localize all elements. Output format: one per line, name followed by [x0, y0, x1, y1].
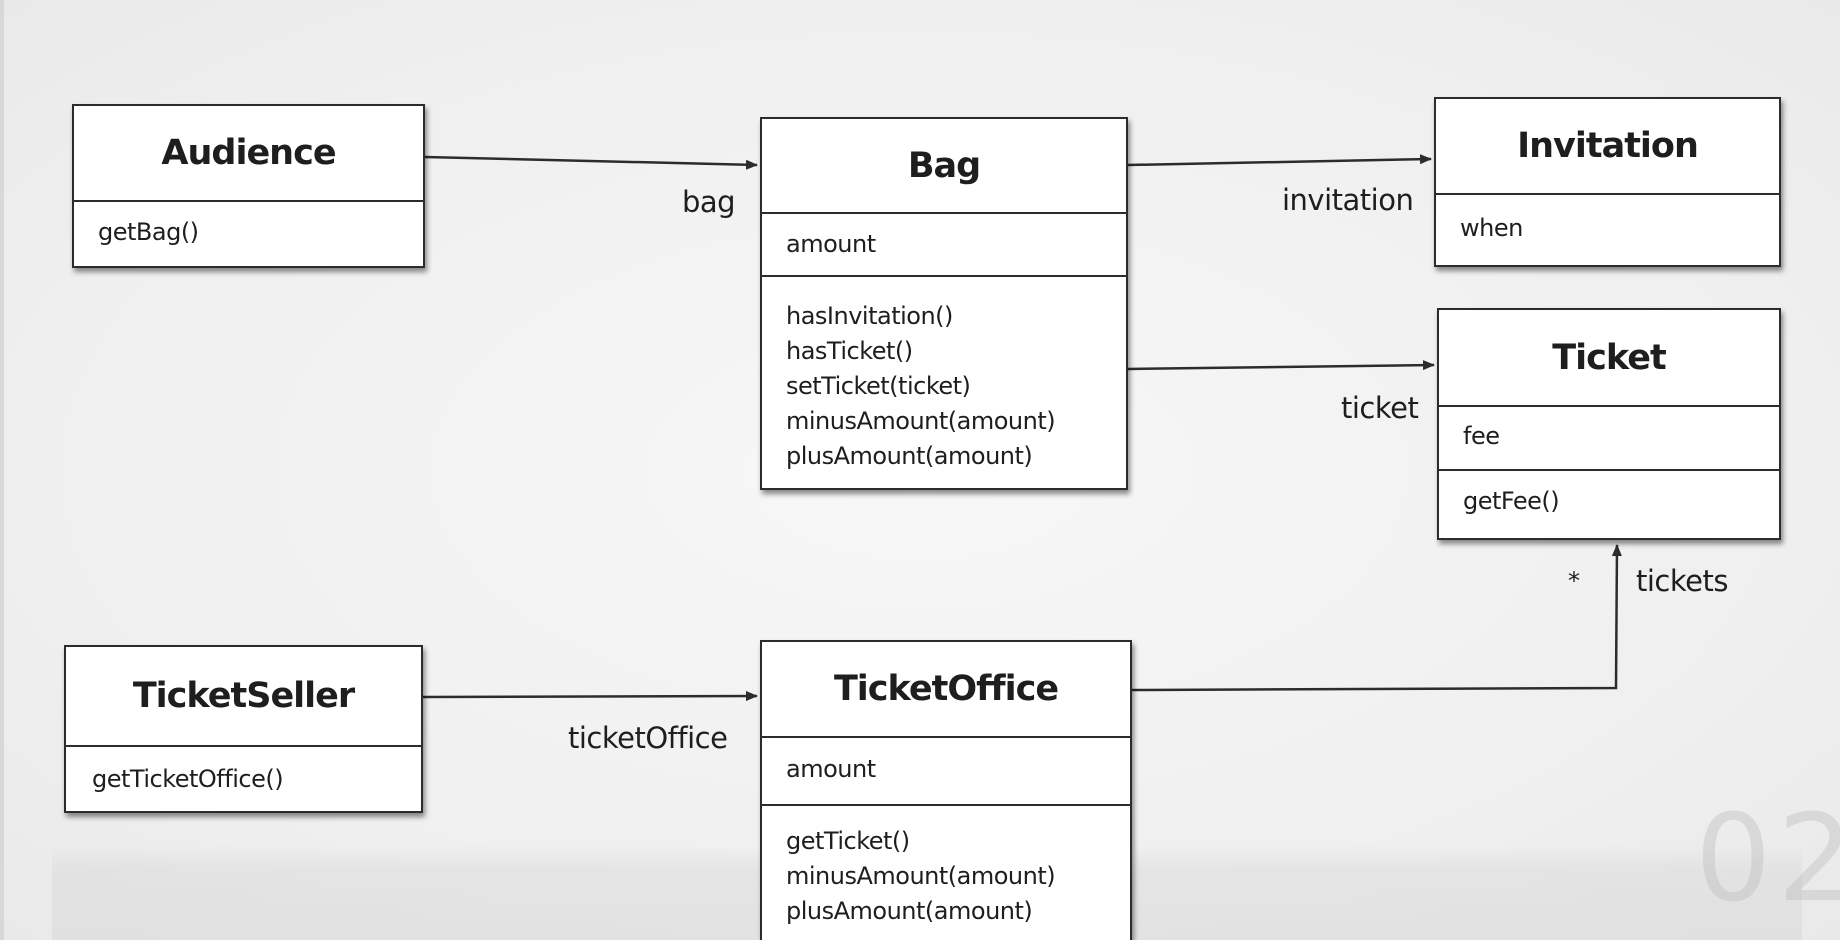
- operations-ticket: getFee(): [1439, 471, 1779, 519]
- attribute-amount: amount: [786, 755, 876, 783]
- role-label-ticketoffice: ticketOffice: [568, 721, 728, 755]
- class-name-ticketoffice: TicketOffice: [762, 642, 1130, 738]
- arrow-seller-to-office: [422, 691, 758, 702]
- operations-ticketseller: getTicketOffice(): [66, 747, 421, 797]
- operation-plusamount: plusAmount(amount): [786, 442, 1033, 470]
- operation-minusamount: minusAmount(amount): [786, 862, 1056, 890]
- class-ticketoffice[interactable]: TicketOffice amount getTicket() minusAmo…: [760, 640, 1132, 940]
- attribute-when: when: [1460, 214, 1523, 242]
- arrow-bag-to-invitation: [1127, 154, 1432, 167]
- class-invitation[interactable]: Invitation when: [1434, 97, 1781, 267]
- class-name-ticket: Ticket: [1439, 310, 1779, 407]
- attribute-amount: amount: [786, 230, 876, 258]
- class-name-ticketseller: TicketSeller: [66, 647, 421, 747]
- attributes-ticketoffice: amount: [762, 738, 1130, 806]
- operation-plusamount: plusAmount(amount): [786, 897, 1033, 925]
- operation-hasinvitation: hasInvitation(): [786, 302, 953, 330]
- class-bag[interactable]: Bag amount hasInvitation() hasTicket() s…: [760, 117, 1128, 490]
- attributes-bag: amount: [762, 214, 1126, 277]
- operation-setticket: setTicket(ticket): [786, 372, 971, 400]
- class-ticketseller[interactable]: TicketSeller getTicketOffice(): [64, 645, 423, 813]
- operation-minusamount: minusAmount(amount): [786, 407, 1056, 435]
- operations-bag: hasInvitation() hasTicket() setTicket(ti…: [762, 277, 1126, 474]
- class-name-invitation: Invitation: [1436, 99, 1779, 195]
- operation-getticket: getTicket(): [786, 827, 910, 855]
- multiplicity-star: *: [1568, 567, 1580, 595]
- operation-getbag: getBag(): [98, 218, 199, 246]
- role-label-invitation: invitation: [1282, 183, 1414, 217]
- role-label-bag: bag: [682, 185, 736, 219]
- arrow-audience-to-bag: [424, 155, 758, 170]
- operation-hasticket: hasTicket(): [786, 337, 913, 365]
- role-label-ticket: ticket: [1341, 391, 1419, 425]
- class-name-audience: Audience: [74, 106, 423, 202]
- operations-audience: getBag(): [74, 202, 423, 250]
- arrow-bag-to-ticket: [1127, 360, 1435, 371]
- class-ticket[interactable]: Ticket fee getFee(): [1437, 308, 1781, 540]
- page-edge: [0, 0, 4, 940]
- attributes-ticket: fee: [1439, 407, 1779, 471]
- operation-getfee: getFee(): [1463, 487, 1560, 515]
- operation-getticketoffice: getTicketOffice(): [92, 765, 284, 793]
- operations-ticketoffice: getTicket() minusAmount(amount) plusAmou…: [762, 806, 1130, 929]
- attributes-invitation: when: [1436, 195, 1779, 246]
- ghost-chapter-number: 02: [1695, 790, 1840, 929]
- arrow-office-to-ticket: [1131, 544, 1622, 692]
- role-label-tickets: tickets: [1636, 564, 1728, 598]
- class-name-bag: Bag: [762, 119, 1126, 214]
- attribute-fee: fee: [1463, 422, 1500, 450]
- class-audience[interactable]: Audience getBag(): [72, 104, 425, 268]
